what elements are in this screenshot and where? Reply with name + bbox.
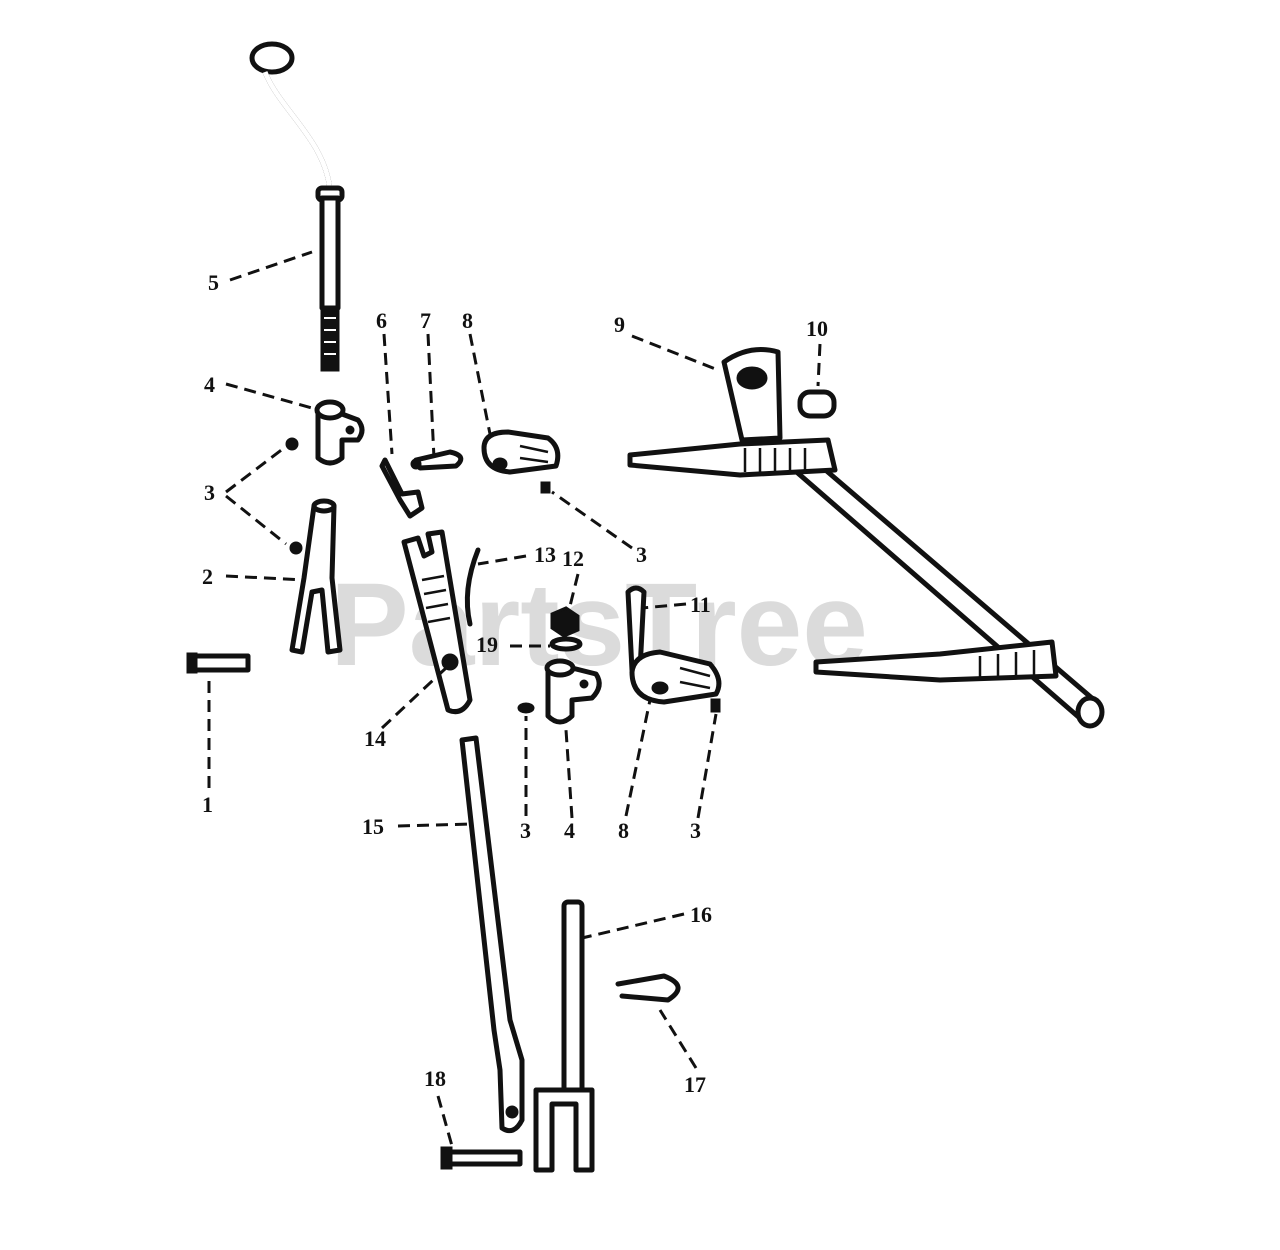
- callout-3[interactable]: 3: [690, 818, 701, 843]
- part-13-spring-clip[interactable]: [464, 547, 481, 627]
- part-16-fork-rod[interactable]: [533, 899, 595, 1173]
- callout-8[interactable]: 8: [462, 308, 473, 333]
- part-5-shift-lever[interactable]: [249, 41, 345, 372]
- part-8-clevis-upper[interactable]: [481, 429, 561, 475]
- part-3-pin-e[interactable]: [710, 698, 721, 713]
- callout-3[interactable]: 3: [520, 818, 531, 843]
- part-4-socket-upper[interactable]: [314, 399, 365, 466]
- part-14-link-arm[interactable]: [401, 529, 473, 715]
- part-18-clevis-pin[interactable]: [440, 1146, 523, 1170]
- callout-6[interactable]: 6: [376, 308, 387, 333]
- callout-5[interactable]: 5: [208, 270, 219, 295]
- callouts: 5 4 3 2 1 6 7 8 9 10 3 13 12 11 19 14 3 …: [202, 270, 828, 1097]
- callout-12[interactable]: 12: [562, 546, 584, 571]
- callout-8[interactable]: 8: [618, 818, 629, 843]
- part-2-shift-fork[interactable]: [289, 498, 343, 655]
- callout-18[interactable]: 18: [424, 1066, 446, 1091]
- part-7-cotter-pin[interactable]: [410, 449, 464, 471]
- part-3-pin-c[interactable]: [540, 481, 551, 494]
- callout-2[interactable]: 2: [202, 564, 213, 589]
- callout-3[interactable]: 3: [636, 542, 647, 567]
- leader-lines: [207, 250, 822, 1147]
- part-10-plug[interactable]: [797, 389, 837, 419]
- part-15-rod[interactable]: [459, 735, 525, 1134]
- callout-13[interactable]: 13: [534, 542, 556, 567]
- part-12-nut[interactable]: [550, 606, 580, 638]
- callout-15[interactable]: 15: [362, 814, 384, 839]
- callout-4[interactable]: 4: [204, 372, 215, 397]
- part-9-cross-shaft[interactable]: [627, 347, 1105, 729]
- part-6-pin[interactable]: [379, 457, 425, 519]
- callout-17[interactable]: 17: [684, 1072, 706, 1097]
- callout-14[interactable]: 14: [364, 726, 386, 751]
- watermark: PartsTree: [330, 559, 868, 691]
- callout-7[interactable]: 7: [420, 308, 431, 333]
- part-3-pin-a[interactable]: [285, 437, 299, 451]
- callout-9[interactable]: 9: [614, 312, 625, 337]
- part-19-washer[interactable]: [549, 636, 583, 652]
- callout-10[interactable]: 10: [806, 316, 828, 341]
- part-8-clevis-lower[interactable]: [629, 649, 722, 705]
- callout-16[interactable]: 16: [690, 902, 712, 927]
- callout-4[interactable]: 4: [564, 818, 575, 843]
- part-3-pin-b[interactable]: [289, 541, 303, 555]
- callout-11[interactable]: 11: [690, 592, 711, 617]
- callout-3[interactable]: 3: [204, 480, 215, 505]
- part-17-hair-pin[interactable]: [615, 973, 681, 1003]
- part-1-pin[interactable]: [186, 652, 251, 674]
- part-4-socket-lower[interactable]: [544, 658, 602, 725]
- part-3-pin-d[interactable]: [517, 702, 535, 714]
- callout-1[interactable]: 1: [202, 792, 213, 817]
- callout-19[interactable]: 19: [476, 632, 498, 657]
